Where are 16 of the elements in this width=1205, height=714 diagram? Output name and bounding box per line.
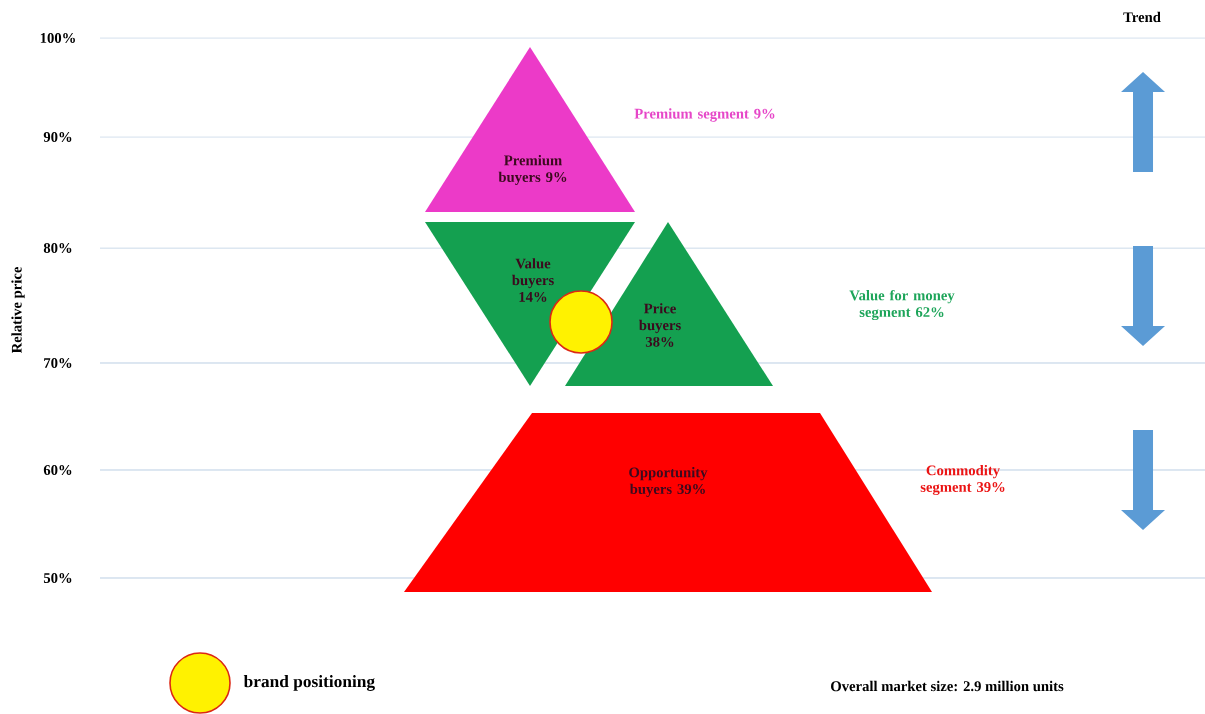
segment-triangle: Price buyers 38% [565,222,773,386]
node-label: Value buyers 14% [512,258,554,302]
axis-tick-label: 70% [44,358,72,368]
axis-tick-label: 80% [43,243,72,253]
segment-label: Value for money segment 62% [849,289,955,321]
note: Overall market size: 2.9 million units [831,680,1064,692]
axis-tick-label: 60% [43,465,72,475]
segment-label: Premium segment 9% [634,108,775,122]
legend-label: brand positioning [243,675,375,691]
axis-title: Relative price [11,267,25,354]
axis-tick-label: 100% [40,33,75,43]
axis-tick-label: 90% [43,132,72,142]
axis-tick-label: 50% [43,573,72,583]
segment-triangle: Value buyers 14% [425,222,635,386]
segment-triangle: Premium buyers 9% [425,47,635,212]
column-heading: Trend [1123,11,1161,23]
